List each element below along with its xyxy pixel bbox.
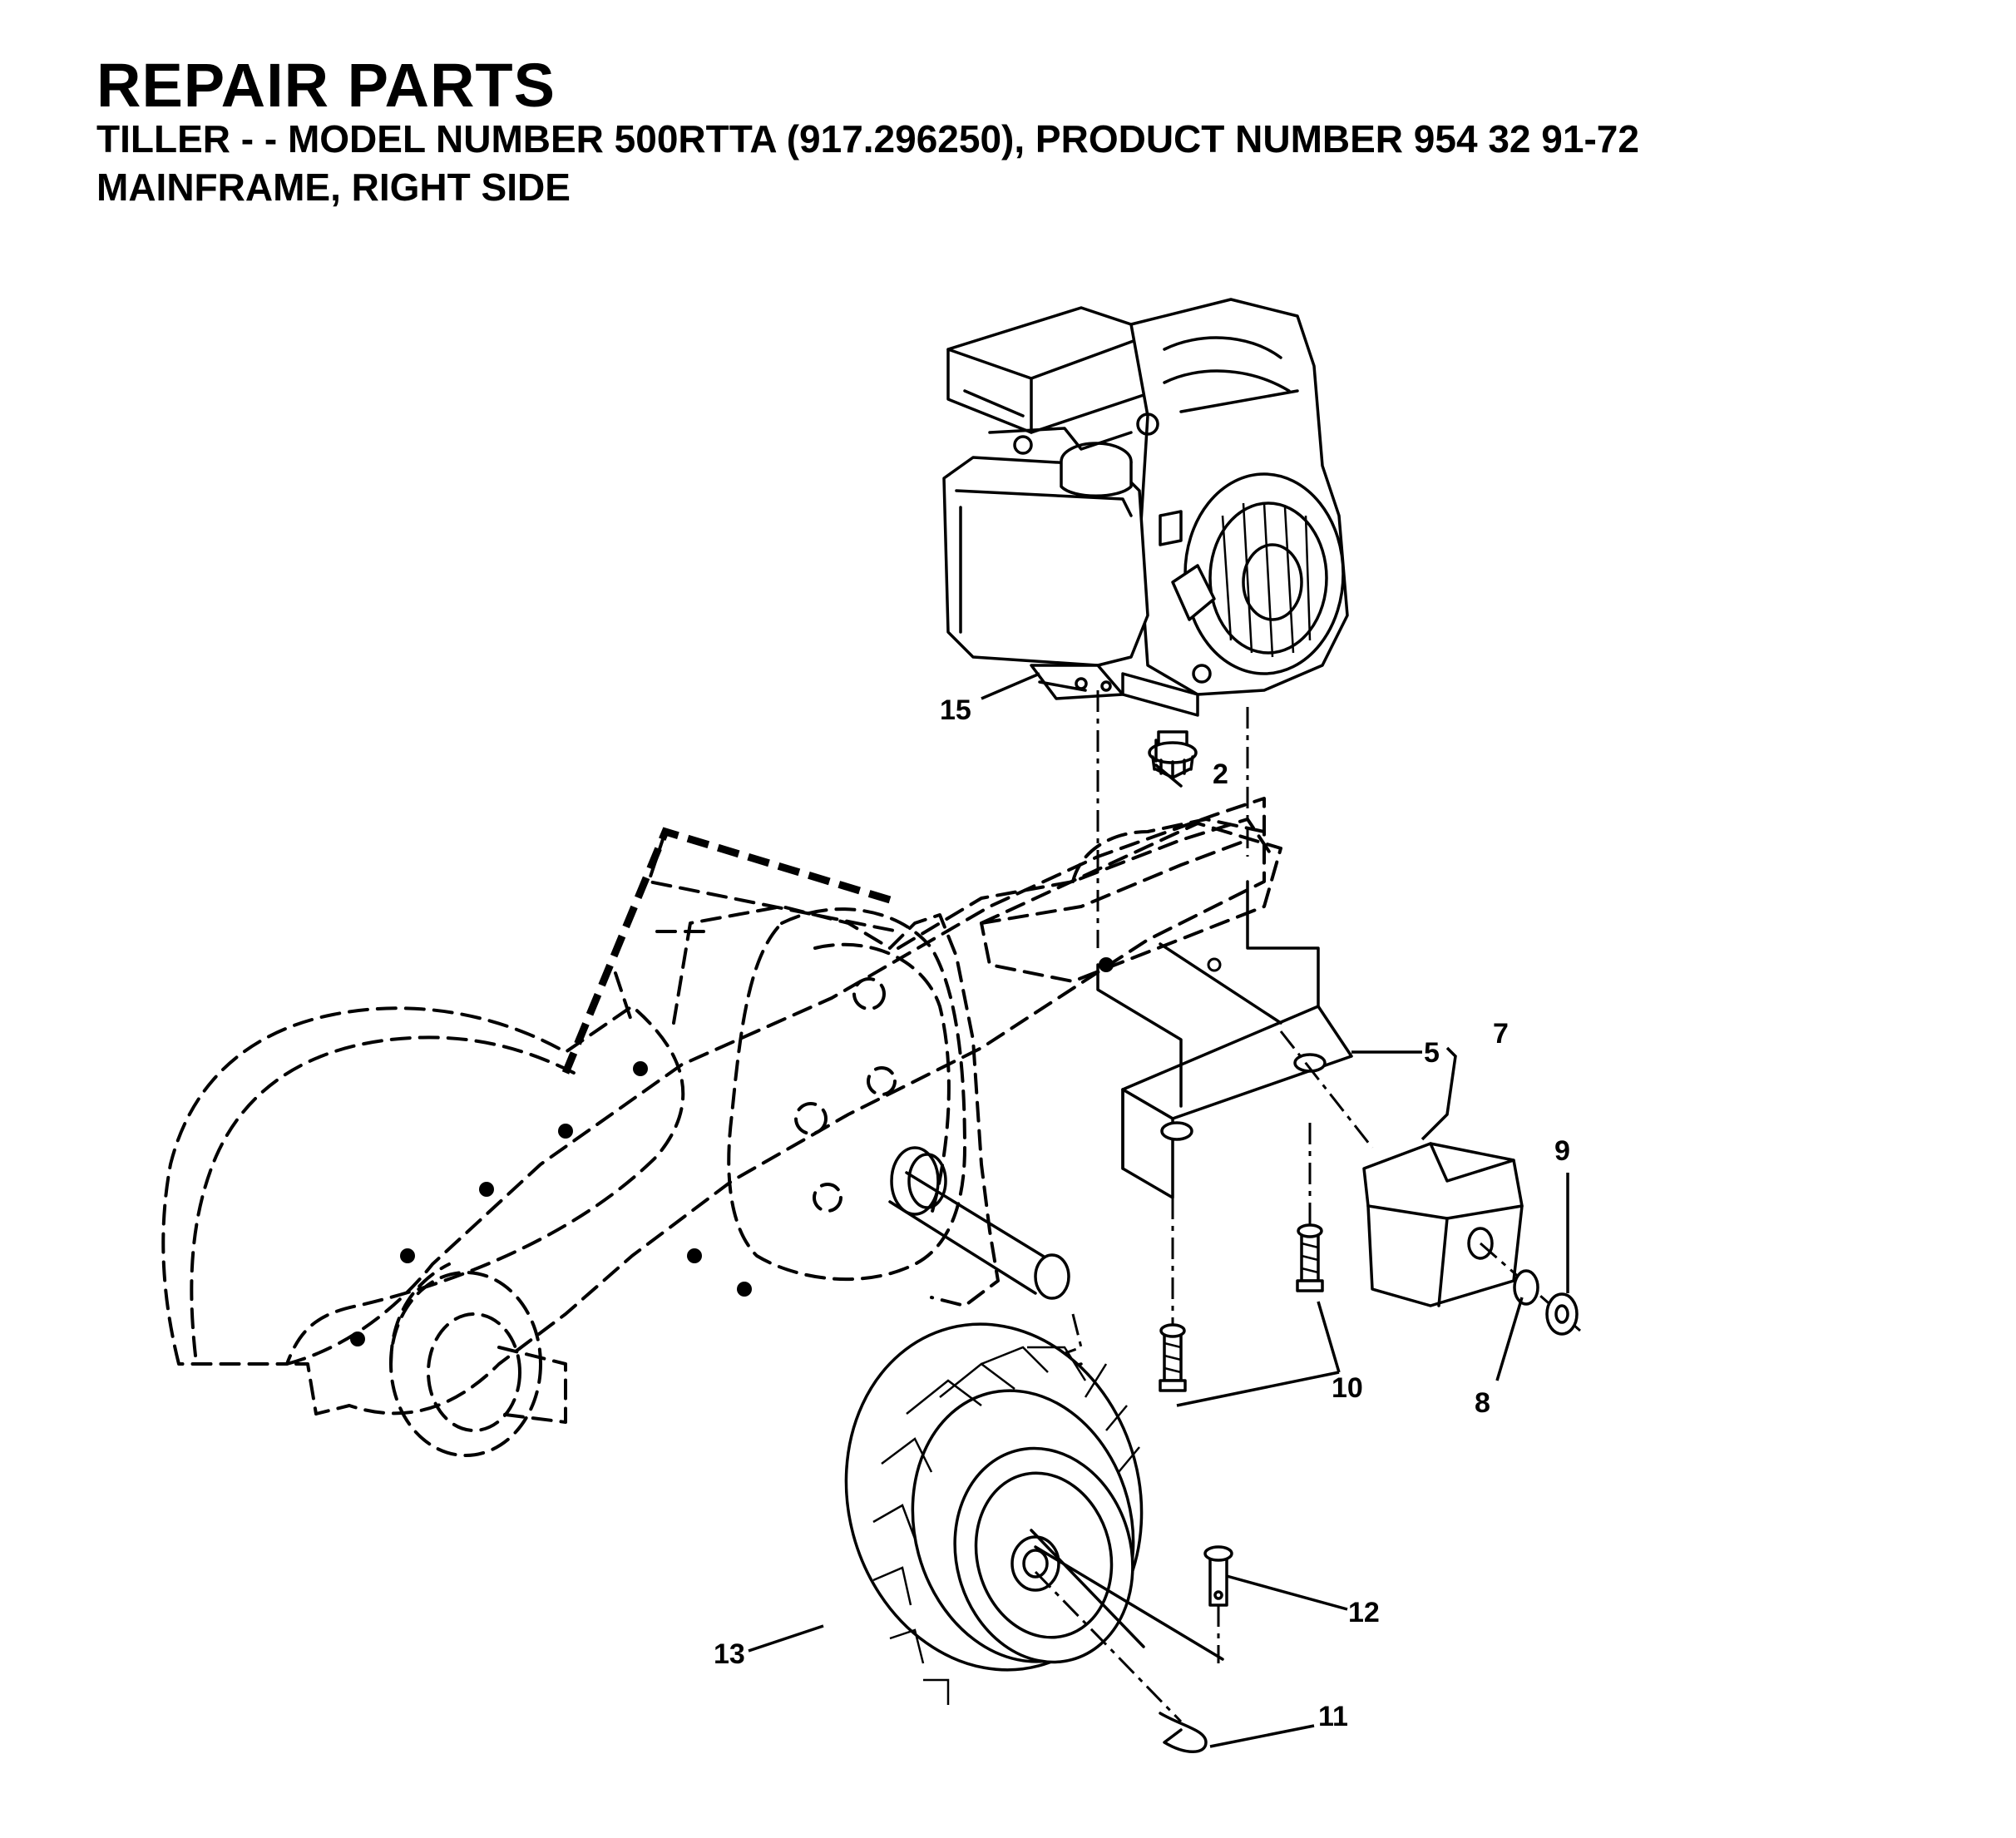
callout-labels: 15 2 5 7 9 8 10 12 11 13 [714,694,1570,1732]
page-title: REPAIR PARTS [96,51,556,120]
callout-12: 12 [1348,1597,1380,1628]
axle-shaft [888,1146,1070,1300]
hairpin-clip [1159,1712,1208,1753]
drive-pulley [1148,730,1198,788]
washer-and-nut [1480,1242,1581,1336]
callout-2: 2 [1213,758,1228,790]
callout-15: 15 [940,694,971,726]
callout-5: 5 [1424,1037,1440,1069]
carriage-bolts [1159,1223,1324,1392]
callout-9: 9 [1554,1135,1570,1167]
model-subtitle: TILLER - - MODEL NUMBER 500RTTA (917.296… [96,117,1639,161]
engine-bracket [1096,880,1374,1331]
callout-leaders [748,672,1569,1748]
tiller-mainframe-outline [161,797,1282,1457]
wheel-weight [1362,1142,1524,1307]
frame-bolt-dots [350,957,1222,1346]
engine-mount-centerlines [1096,690,1249,948]
engine-assembly [942,298,1349,717]
clevis-pin [1030,1529,1233,1723]
section-title: MAINFRAME, RIGHT SIDE [96,166,571,209]
wheel-and-tire [844,1313,1144,1705]
callout-10: 10 [1332,1372,1363,1404]
callout-7: 7 [1493,1018,1509,1050]
callout-13: 13 [714,1638,745,1670]
callout-11: 11 [1318,1701,1348,1732]
callout-8: 8 [1475,1387,1490,1419]
